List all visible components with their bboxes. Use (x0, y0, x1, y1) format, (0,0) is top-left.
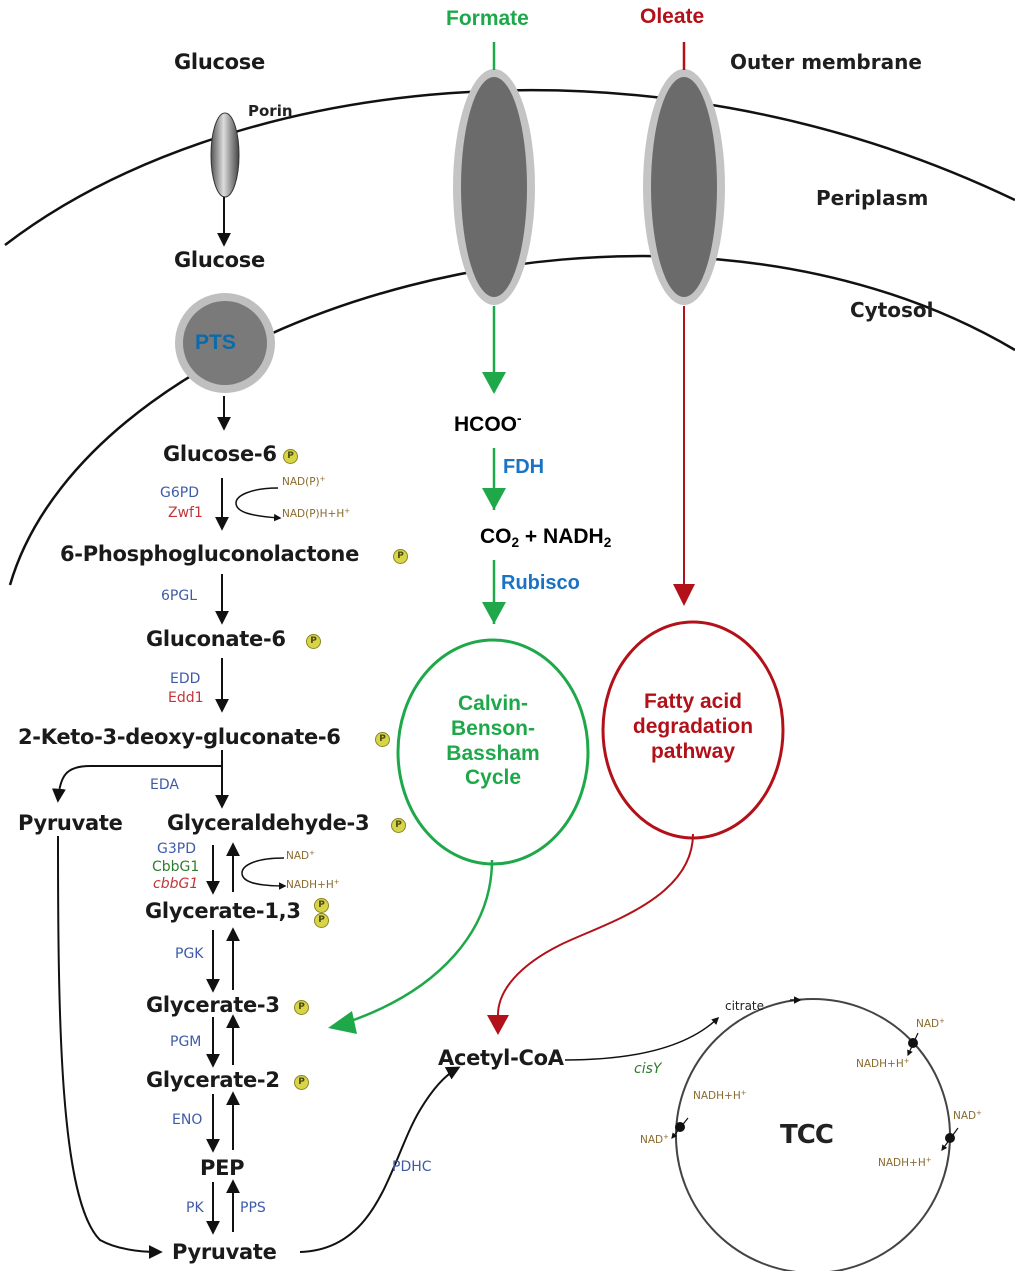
gluconate-6-phosphate-label: Gluconate-6 (146, 627, 286, 651)
nadp-cofactor: NAD(P)+ (282, 475, 326, 489)
glycerate-3-phosphate-label: Glycerate-3 (146, 993, 280, 1017)
cytosol-label: Cytosol (850, 298, 934, 322)
fdh-enzyme: FDH (503, 456, 545, 478)
pgk-enzyme: PGK (175, 946, 204, 962)
phosphate-badge: P (283, 449, 298, 464)
tcc-nad-cofactor: NAD+ (916, 1017, 945, 1031)
inner-membrane-line (8, 254, 1015, 586)
cbbg1-protein: CbbG1 (152, 859, 200, 875)
acetyl-coa-label: Acetyl-CoA (438, 1046, 564, 1070)
hcoo-label: HCOO- (454, 411, 522, 437)
nad-cofactor: NAD+ (286, 849, 315, 863)
zwf1-gene: Zwf1 (168, 505, 203, 521)
outer-membrane-label: Outer membrane (730, 50, 922, 74)
pdhc-enzyme: PDHC (392, 1159, 432, 1175)
tcc-nad-cofactor: NAD+ (640, 1133, 669, 1147)
porin-shape (210, 112, 240, 198)
nadph-cofactor: NAD(P)H+H+ (282, 507, 350, 521)
pyruvate-bottom-label: Pyruvate (172, 1240, 277, 1264)
pps-enzyme: PPS (240, 1200, 266, 1216)
pyruvate-left-label: Pyruvate (18, 811, 123, 835)
tcc-label: TCC (780, 1120, 834, 1150)
phosphate-badge: P (393, 549, 408, 564)
fatty-acid-degradation-label: Fatty acid degradation pathway (632, 690, 754, 763)
periplasm-label: Periplasm (816, 186, 929, 210)
tcc-nadh-cofactor: NADH+H+ (693, 1089, 747, 1103)
oleate-label: Oleate (640, 5, 705, 28)
glyceraldehyde-3-phosphate-label: Glyceraldehyde-3 (167, 811, 370, 835)
eda-enzyme: EDA (150, 777, 179, 793)
phosphate-badge: P (306, 634, 321, 649)
co2-nadh2-label: CO2 + NADH2 (480, 525, 612, 551)
pk-enzyme: PK (186, 1200, 204, 1216)
glucose-outer-label: Glucose (174, 50, 265, 74)
porin-label: Porin (248, 102, 293, 120)
formate-label: Formate (446, 7, 529, 30)
phosphate-badge: P (314, 898, 329, 913)
outer-membrane-line (4, 89, 1015, 246)
fatty-acid-ellipse (601, 620, 785, 840)
rubisco-enzyme: Rubisco (501, 572, 580, 594)
cbbg1-gene: cbbG1 (153, 876, 199, 892)
nadh-cofactor: NADH+H+ (286, 878, 340, 892)
calvin-cycle-label: Calvin- Benson- Bassham Cycle (446, 692, 540, 790)
pgm-enzyme: PGM (170, 1034, 202, 1050)
phosphogluconolactone-label: 6-Phosphogluconolactone (60, 542, 360, 566)
g6pd-enzyme: G6PD (160, 485, 199, 501)
tcc-nadh-cofactor: NADH+H+ (856, 1057, 910, 1071)
glycerate-2-phosphate-label: Glycerate-2 (146, 1068, 280, 1092)
phosphate-badge: P (375, 732, 390, 747)
glucose-inner-label: Glucose (174, 248, 265, 272)
pts-label: PTS (195, 331, 236, 354)
pep-label: PEP (200, 1156, 245, 1180)
cisy-gene: cisY (634, 1061, 662, 1077)
phosphate-badge: P (391, 818, 406, 833)
tcc-nadh-cofactor: NADH+H+ (878, 1156, 932, 1170)
eno-enzyme: ENO (172, 1112, 203, 1128)
kdpg-label: 2-Keto-3-deoxy-gluconate-6 (18, 725, 341, 749)
edd1-gene: Edd1 (168, 690, 204, 706)
phosphate-badge: P (294, 1075, 309, 1090)
phosphate-badge: P (294, 1000, 309, 1015)
glucose-6-phosphate-label: Glucose-6 (163, 442, 277, 466)
calvin-cycle-ellipse (396, 638, 590, 866)
g3pd-enzyme: G3PD (157, 841, 196, 857)
6pgl-enzyme: 6PGL (161, 588, 197, 604)
citrate-label: citrate (725, 999, 765, 1013)
phosphate-badge: P (314, 913, 329, 928)
glycerate-1-3-label: Glycerate-1,3 (145, 899, 301, 923)
edd-enzyme: EDD (170, 671, 201, 687)
tcc-nad-cofactor: NAD+ (953, 1109, 982, 1123)
